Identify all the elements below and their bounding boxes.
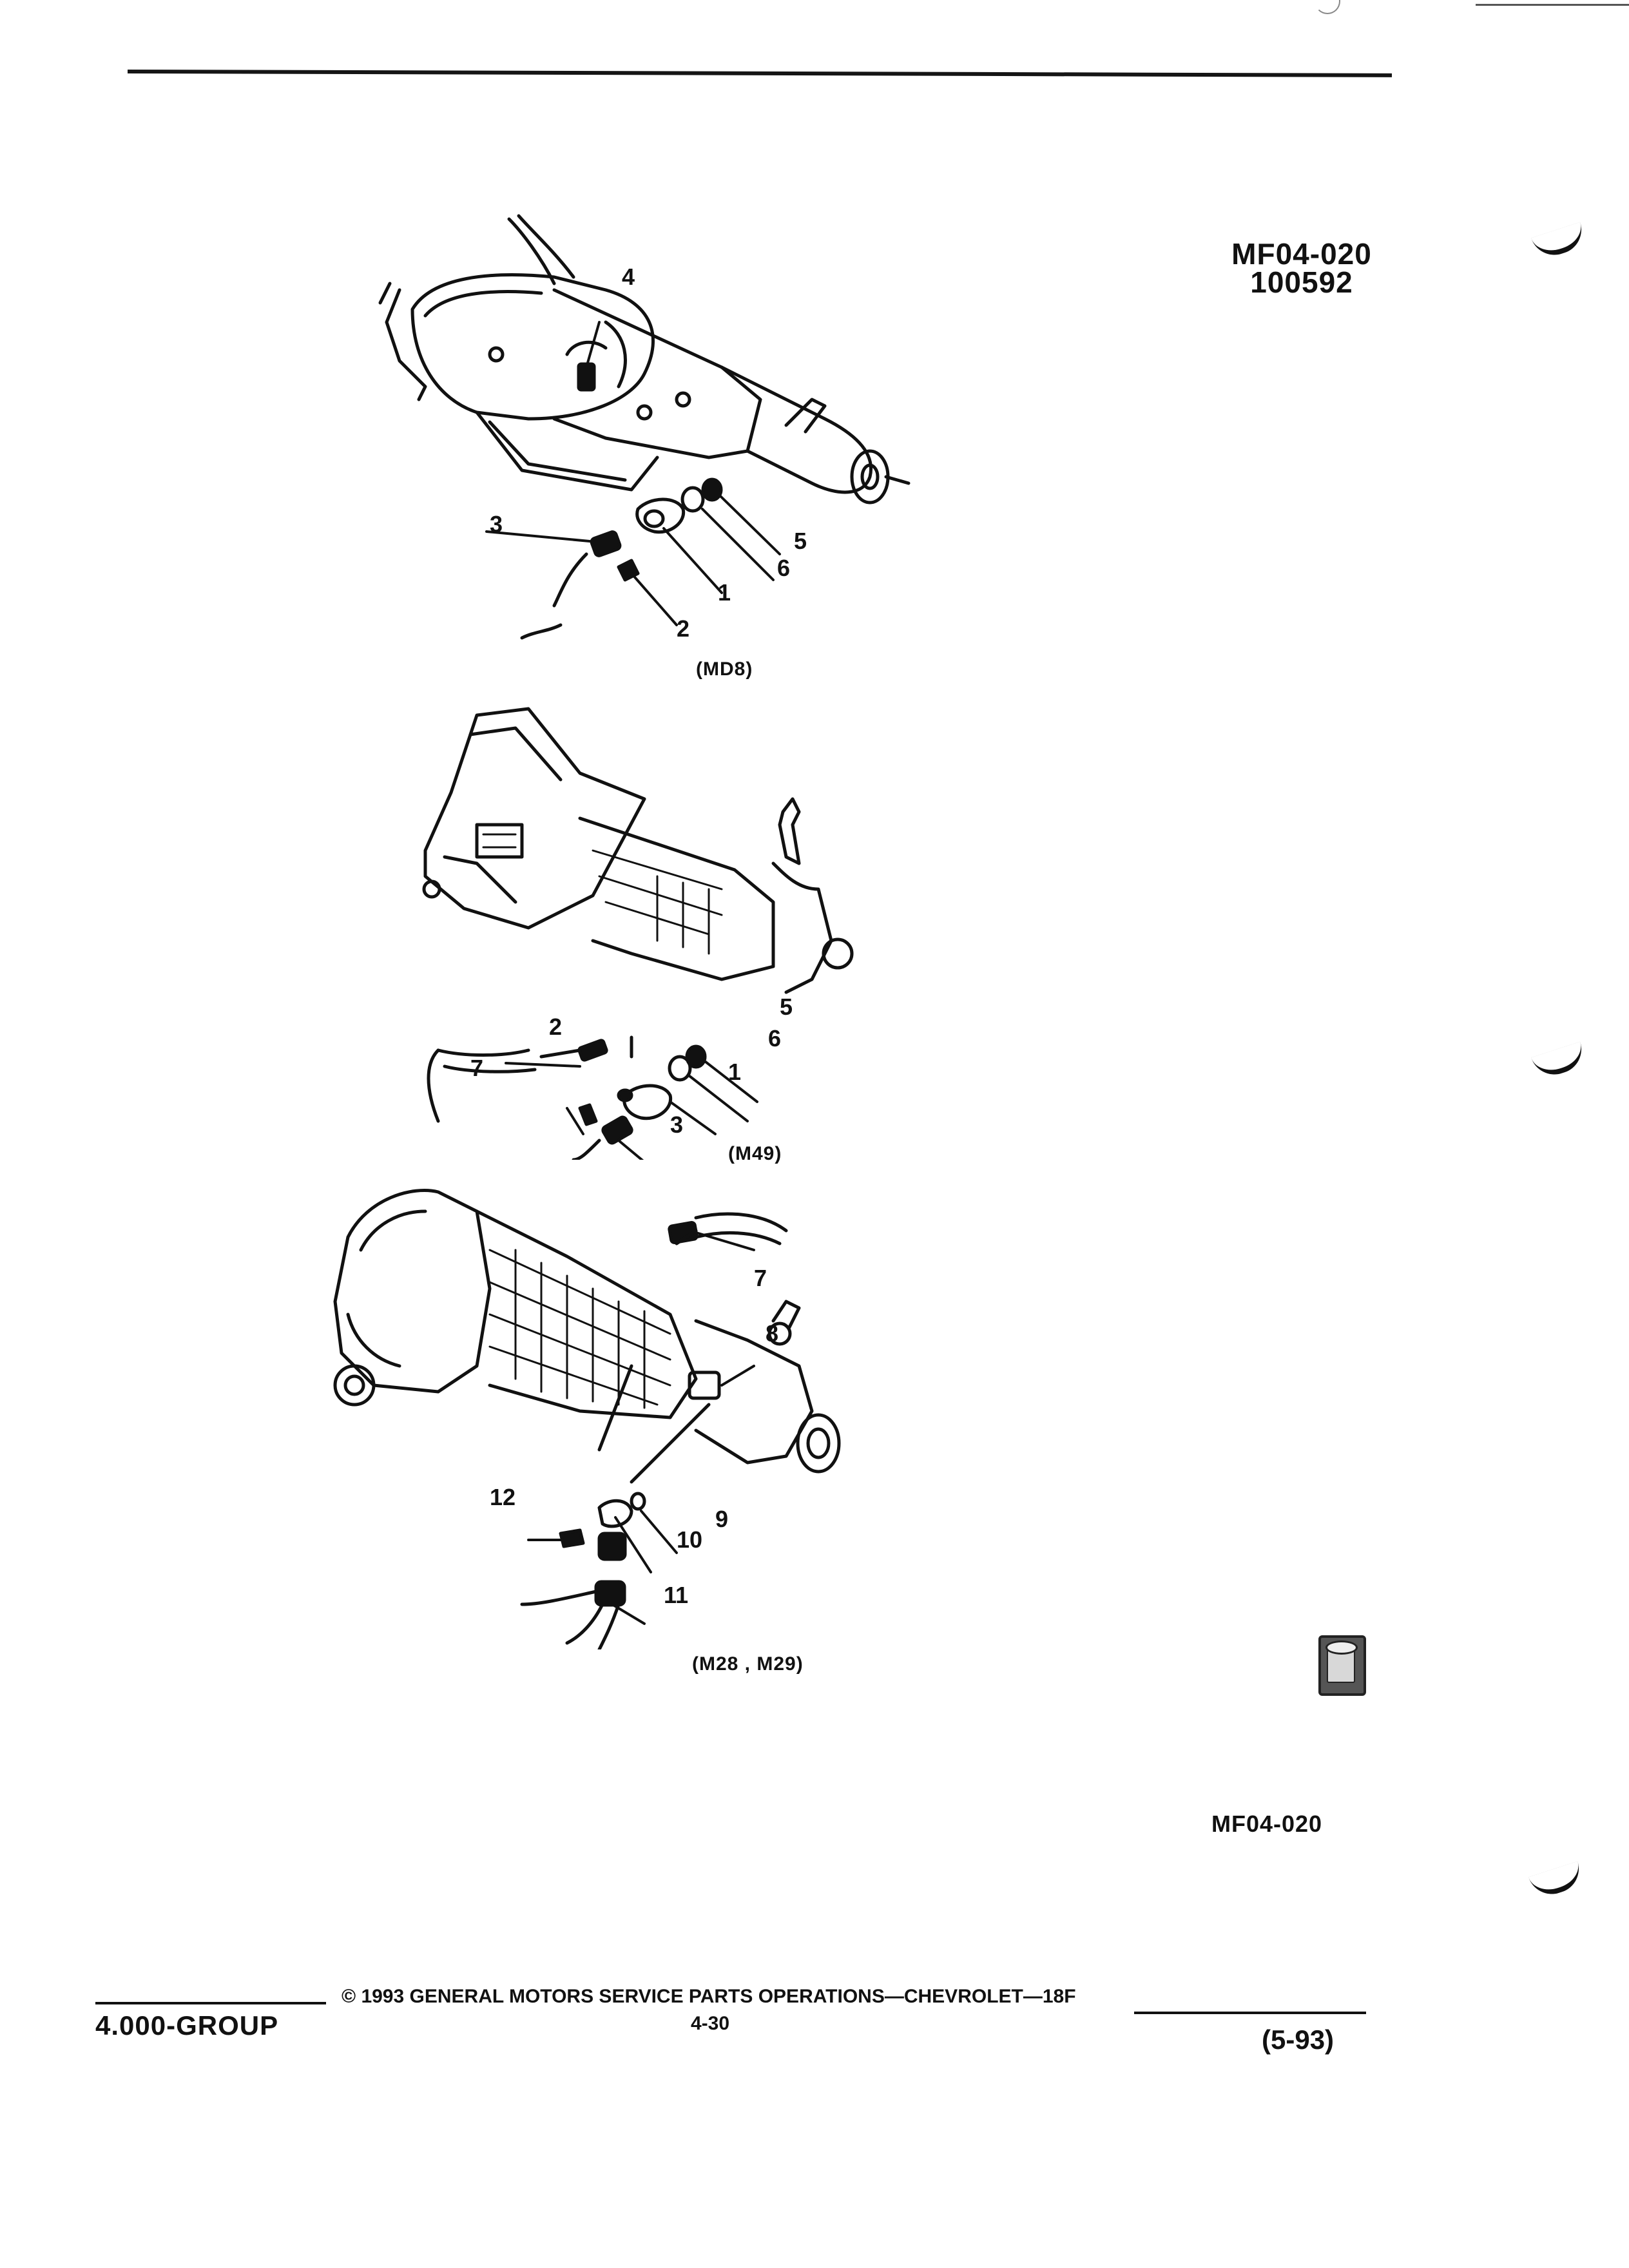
date-code: 100592 (1250, 265, 1353, 299)
callout-5: 5 (794, 528, 807, 554)
callout-6: 6 (777, 555, 791, 581)
figure-md8-transmission-illustration (378, 214, 911, 640)
footer-group-label: 4.000-GROUP (95, 2010, 279, 2041)
callout-5: 5 (780, 994, 793, 1020)
footer-page-number: 4-30 (691, 2013, 730, 2034)
callout-2: 2 (549, 1014, 563, 1040)
document-id: MF04-020 (1231, 237, 1372, 271)
callout-7: 7 (470, 1055, 484, 1081)
footer-revision-date: (5-93) (1262, 2024, 1335, 2055)
figure-caption-m49: (M49) (728, 1143, 782, 1164)
callout-12: 12 (490, 1484, 516, 1510)
callout-7: 7 (754, 1265, 767, 1291)
scan-edge-mark (1315, 0, 1340, 14)
callout-8: 8 (766, 1320, 779, 1347)
callout-4: 4 (622, 264, 635, 290)
callout-11: 11 (664, 1582, 689, 1608)
callout-3: 3 (490, 511, 503, 537)
figure-caption-m28-m29: (M28 , M29) (692, 1653, 804, 1675)
callout-10: 10 (677, 1526, 703, 1553)
document-id-block: MF04-020 100592 (1205, 237, 1398, 299)
figure-m49-transmission-illustration (422, 707, 854, 1160)
callout-9: 9 (715, 1506, 729, 1532)
binder-hole-mark-icon (1528, 1861, 1585, 1901)
footer-rule-right (1134, 2012, 1366, 2014)
callout-2: 2 (677, 615, 690, 642)
callout-1: 1 (718, 579, 731, 606)
binder-hole-mark-icon (1531, 1041, 1588, 1081)
bottom-document-id: MF04-020 (1211, 1811, 1323, 1837)
footer-rule-left (95, 2002, 326, 2004)
callout-6: 6 (768, 1025, 782, 1052)
figure-m28-m29-transmission-illustration (333, 1189, 841, 1649)
callout-1: 1 (728, 1059, 742, 1085)
scan-edge-line (1476, 4, 1629, 6)
figure-caption-md8: (MD8) (696, 658, 753, 680)
binder-hole-mark-icon (1531, 222, 1588, 262)
footer-copyright: © 1993 GENERAL MOTORS SERVICE PARTS OPER… (342, 1986, 1076, 2007)
gm-spo-logo-icon (1318, 1635, 1366, 1696)
callout-3: 3 (670, 1111, 684, 1138)
header-rule (127, 70, 1393, 77)
